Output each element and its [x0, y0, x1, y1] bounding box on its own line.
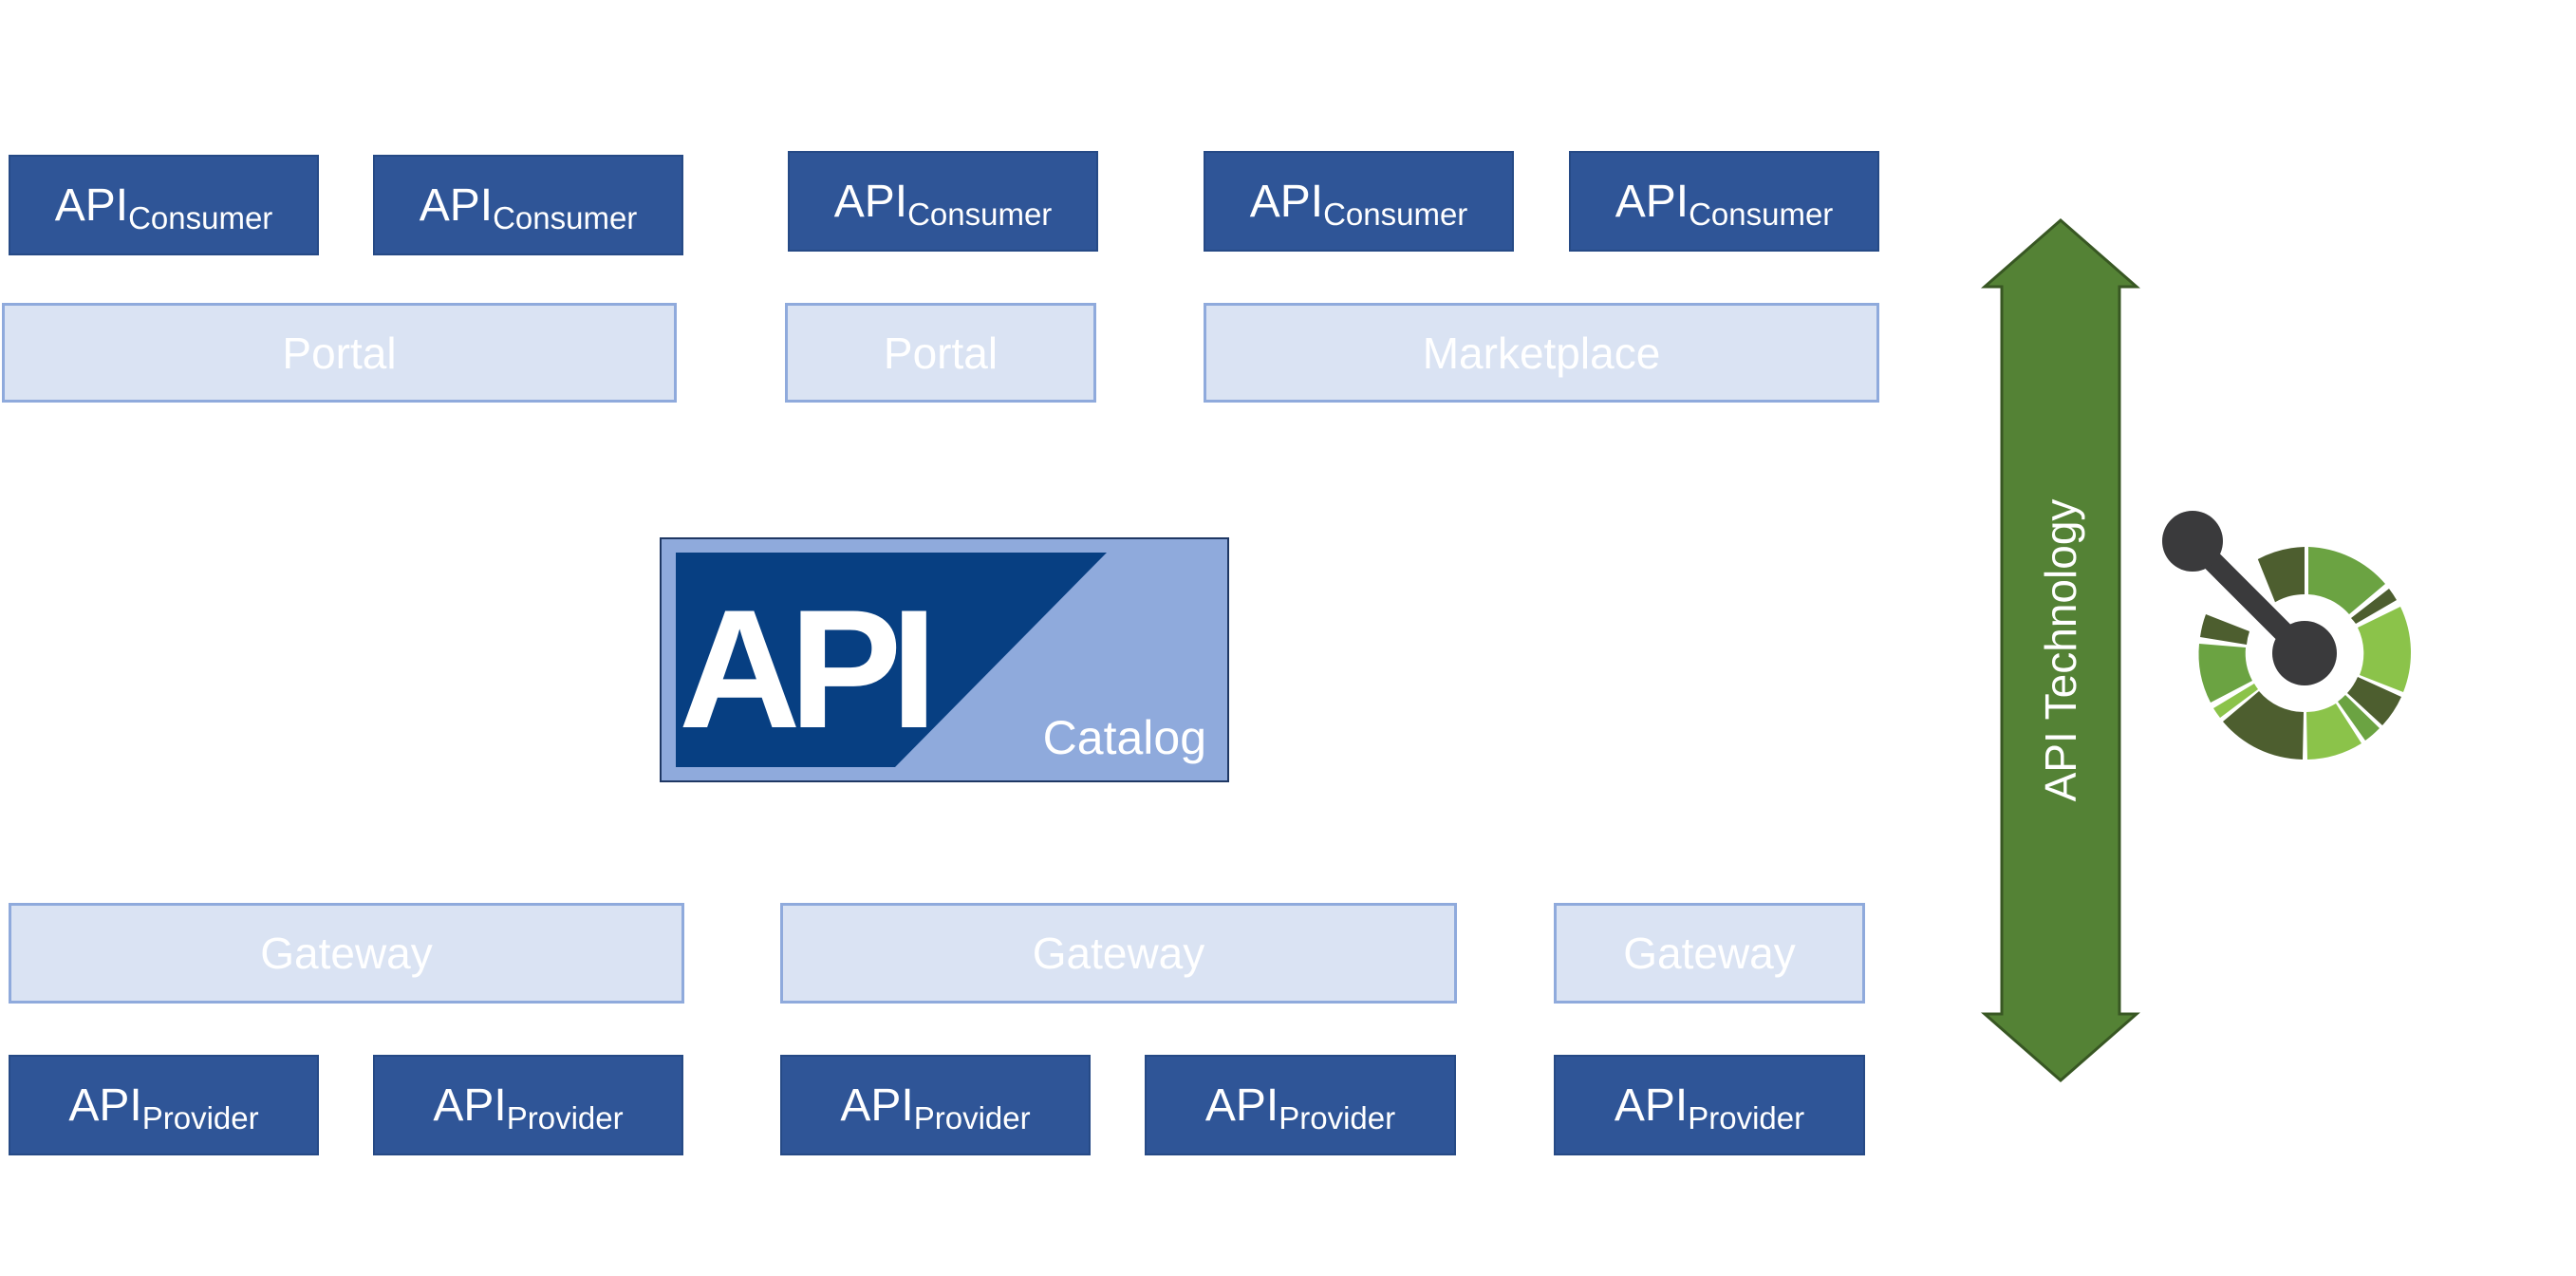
api-consumer-label: API	[833, 176, 908, 227]
api-catalog-logo-icon: API	[676, 553, 1107, 767]
api-provider-subscript: Provider	[913, 1100, 1031, 1135]
api-consumer-subscript: Consumer	[493, 200, 638, 235]
marketplace-label: Marketplace	[1422, 328, 1661, 378]
api-provider-label: API	[68, 1079, 142, 1131]
gateway-box: Gateway	[1554, 903, 1865, 1004]
api-provider-subscript: Provider	[1279, 1100, 1396, 1135]
api-consumer-subscript: Consumer	[907, 197, 1053, 232]
api-consumer-label: API	[54, 179, 129, 231]
api-consumer-subscript: Consumer	[1323, 197, 1468, 232]
portal-box: Portal	[2, 303, 677, 403]
double-arrow-icon	[1981, 218, 2140, 1082]
api-consumer-label: API	[419, 179, 494, 231]
api-provider-subscript: Provider	[141, 1100, 259, 1135]
portal-label: Portal	[883, 328, 999, 378]
api-provider-label: API	[433, 1079, 507, 1131]
api-consumer-label: API	[1615, 176, 1689, 227]
gateway-label: Gateway	[1032, 929, 1205, 978]
gateway-box: Gateway	[9, 903, 684, 1004]
api-catalog-box: API Catalog	[660, 537, 1229, 782]
api-provider-subscript: Provider	[506, 1100, 624, 1135]
openapi-logo-icon	[2162, 511, 2412, 760]
api-provider-label: API	[1614, 1079, 1689, 1131]
api-provider-label: API	[840, 1079, 914, 1131]
api-catalog-logo-text: API	[679, 574, 926, 763]
gateway-label: Gateway	[1623, 929, 1796, 978]
api-consumer-subscript: Consumer	[128, 200, 273, 235]
api-provider-label: API	[1204, 1079, 1279, 1131]
marketplace-box: Marketplace	[1204, 303, 1879, 403]
gateway-box: Gateway	[780, 903, 1457, 1004]
portal-box: Portal	[785, 303, 1096, 403]
api-consumer-label: API	[1249, 176, 1324, 227]
portal-label: Portal	[282, 328, 397, 378]
catalog-label: Catalog	[1042, 711, 1206, 764]
gateway-label: Gateway	[260, 929, 433, 978]
api-technology-label: API Technology	[2036, 498, 2085, 802]
api-consumer-subscript: Consumer	[1689, 197, 1834, 232]
api-provider-subscript: Provider	[1688, 1100, 1805, 1135]
